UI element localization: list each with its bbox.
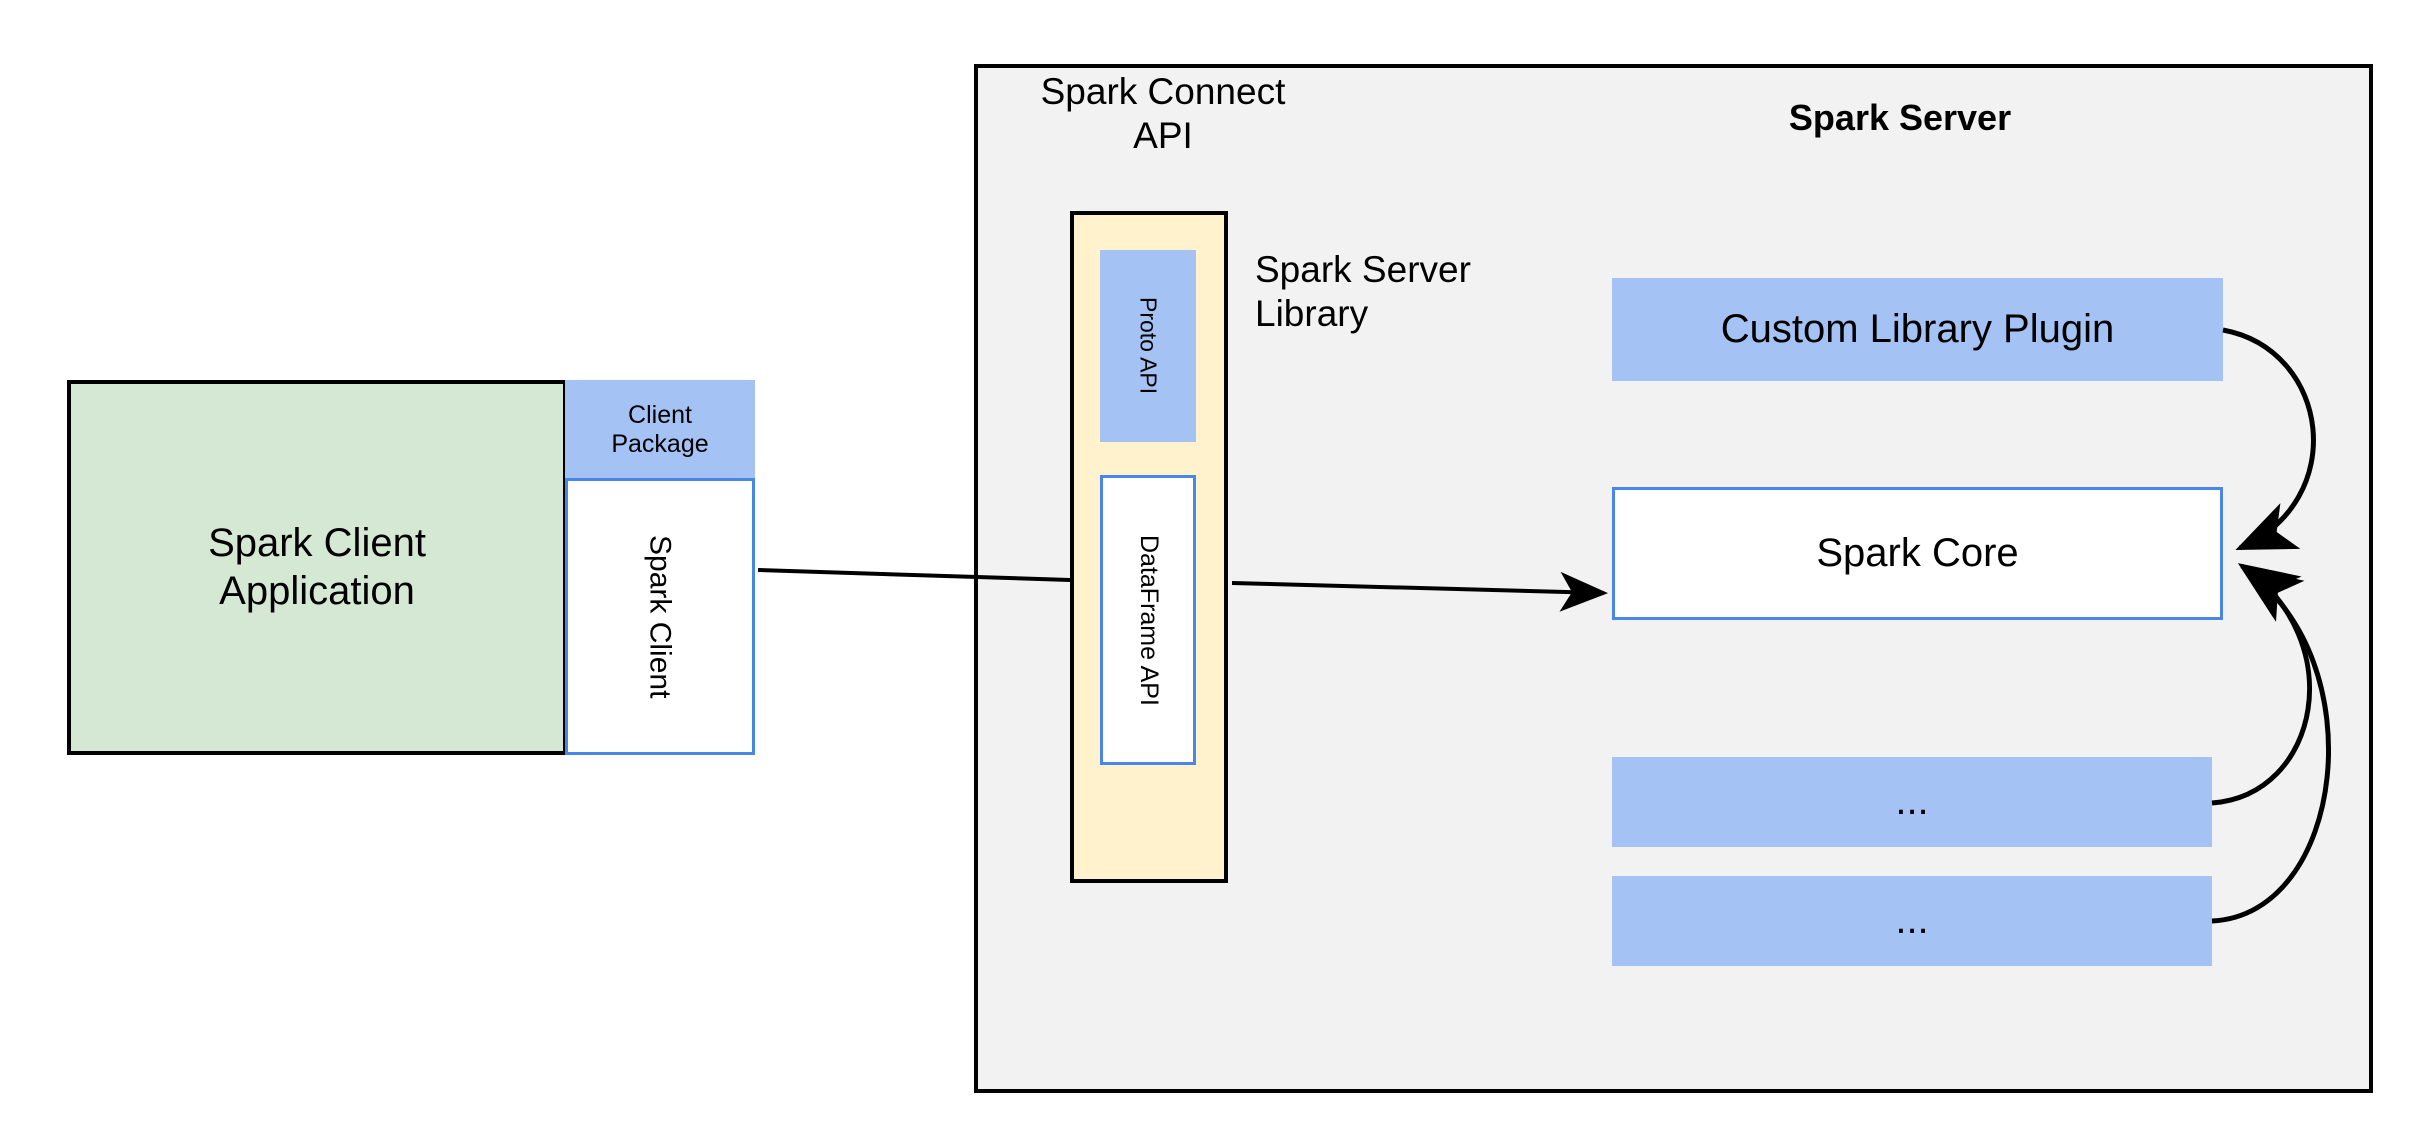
- spark-server-title-text: Spark Server: [1788, 96, 2012, 138]
- proto-api-label: Proto API: [1135, 297, 1162, 395]
- spark-client-application-box: Spark Client Application: [67, 380, 567, 755]
- spark-client-label: Spark Client: [643, 534, 677, 699]
- placeholder-1-label: ...: [1895, 779, 1929, 824]
- spark-core-box: Spark Core: [1612, 487, 2223, 620]
- custom-library-plugin-label: Custom Library Plugin: [1720, 306, 2115, 351]
- custom-library-plugin-box: Custom Library Plugin: [1612, 278, 2223, 381]
- placeholder-box-2: ...: [1612, 876, 2212, 966]
- dataframe-api-box: DataFrame API: [1100, 475, 1196, 765]
- spark-server-title: Spark Server: [1700, 95, 2100, 141]
- spark-connect-api-text: Spark Connect API: [1040, 71, 1286, 156]
- proto-api-box: Proto API: [1100, 250, 1196, 442]
- spark-client-application-label: Spark Client Application: [208, 521, 426, 613]
- placeholder-box-1: ...: [1612, 757, 2212, 847]
- spark-core-label: Spark Core: [1816, 530, 2019, 575]
- dataframe-api-label: DataFrame API: [1134, 534, 1163, 706]
- spark-server-library-text: Spark Server Library: [1255, 249, 1471, 334]
- spark-server-library-label: Spark Server Library: [1255, 248, 1585, 343]
- spark-connect-api-label: Spark Connect API: [1018, 70, 1308, 160]
- placeholder-2-label: ...: [1895, 898, 1929, 943]
- client-package-label: Client Package: [611, 400, 709, 459]
- spark-client-box: Spark Client: [565, 478, 755, 755]
- client-package-box: Client Package: [565, 380, 755, 480]
